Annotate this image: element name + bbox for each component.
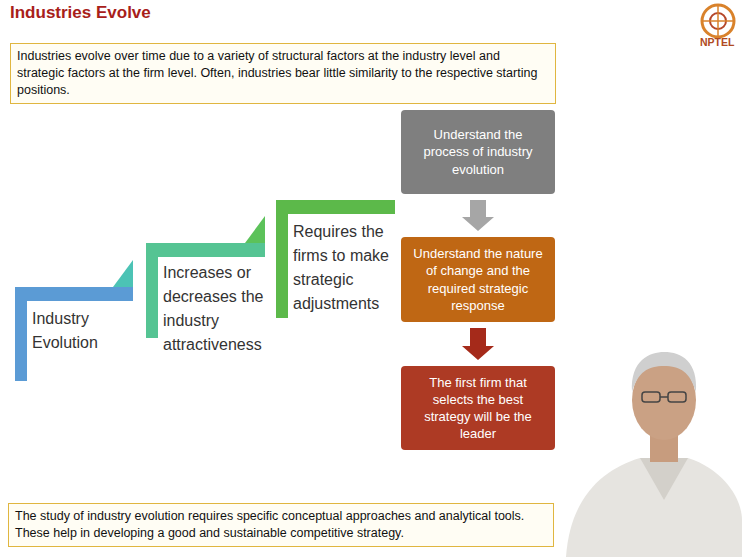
presenter-figure [566, 352, 742, 557]
step-triangle [245, 216, 265, 243]
box-text: Industries evolve over time due to a var… [17, 48, 549, 99]
flow-arrow [462, 200, 494, 231]
box-text: Understand the process of industry evolu… [411, 126, 545, 177]
note-box: The study of industry evolution requires… [8, 503, 554, 547]
note-box: Industries evolve over time due to a var… [10, 43, 556, 104]
stair-step: Increases or decreases the industry attr… [146, 200, 265, 338]
box-text: Understand the nature of change and the … [411, 245, 545, 314]
process-box: The first firm that selects the best str… [401, 366, 555, 450]
step-text: Requires the firms to make strategic adj… [293, 220, 401, 316]
process-box: Understand the process of industry evolu… [401, 110, 555, 194]
step-text: Industry Evolution [32, 307, 136, 355]
step-triangle [113, 260, 133, 287]
logo-label: NPTEL [700, 36, 734, 48]
stair-step: Requires the firms to make strategic adj… [276, 200, 395, 318]
box-text: The study of industry evolution requires… [15, 508, 547, 542]
step-text: Increases or decreases the industry attr… [163, 261, 275, 357]
flow-arrow [462, 328, 494, 360]
stair-step: Industry Evolution [15, 243, 133, 381]
process-box: Understand the nature of change and the … [401, 237, 555, 322]
logo-emblem [702, 5, 734, 37]
slide-title: Industries Evolve [10, 3, 151, 23]
box-text: The first firm that selects the best str… [411, 374, 545, 443]
